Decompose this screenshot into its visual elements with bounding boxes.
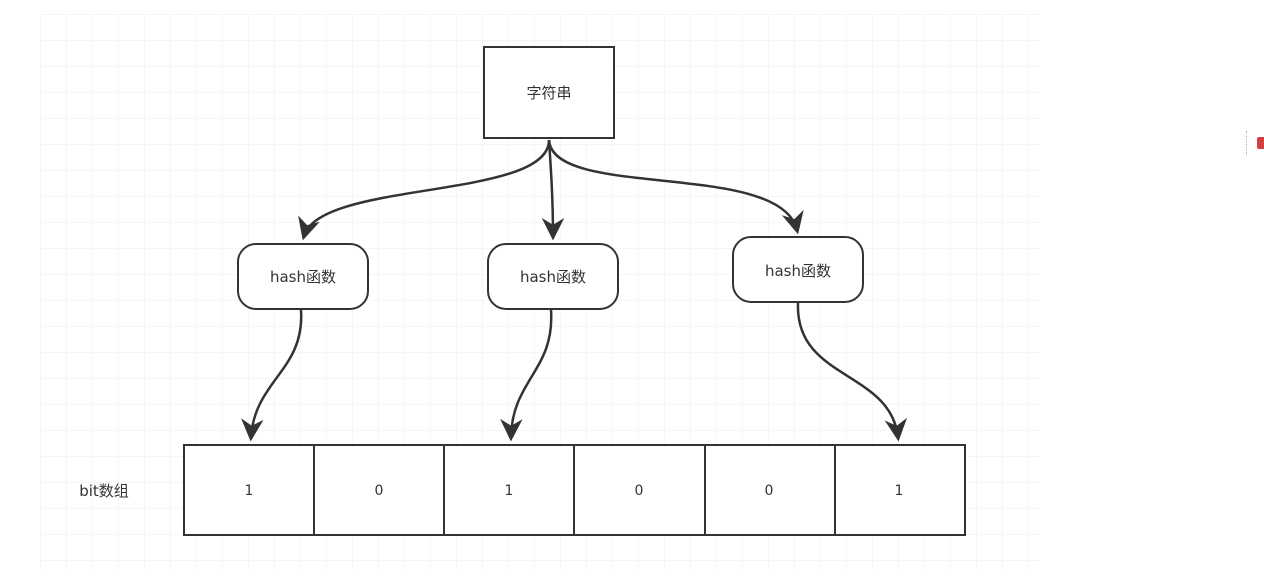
hash-connectors: [241, 302, 908, 442]
connector-hash-3-bit-5: [796, 302, 908, 442]
source-node-label: 字符串: [526, 84, 571, 102]
bit-cell[interactable]: 0: [573, 444, 706, 536]
bit-cell-value: 0: [635, 483, 644, 499]
bit-array: 1 0 1 0 0 1: [183, 444, 966, 536]
bit-cell[interactable]: 1: [443, 444, 575, 536]
bit-cell-value: 0: [765, 483, 774, 499]
connector-source-hash-2: [541, 139, 565, 241]
connector-source-hash-3: [547, 139, 804, 235]
connector-hash-2-bit-2: [500, 309, 553, 442]
source-node[interactable]: 字符串: [483, 46, 615, 139]
bit-array-label: bit数组: [79, 482, 129, 500]
bit-cell-value: 1: [245, 483, 254, 499]
bit-cell[interactable]: 0: [313, 444, 445, 536]
hash-node-3[interactable]: hash函数: [732, 236, 864, 303]
bit-cell-value: 0: [375, 483, 384, 499]
hash-node-2[interactable]: hash函数: [487, 243, 619, 310]
bit-cell[interactable]: 1: [183, 444, 315, 536]
source-connectors: [298, 139, 804, 241]
bit-cell-value: 1: [895, 483, 904, 499]
bit-cell-value: 1: [505, 483, 514, 499]
bookmark-tab-icon: [1257, 137, 1264, 149]
hash-node-1[interactable]: hash函数: [237, 243, 369, 310]
bookmark-icon[interactable]: [1246, 131, 1264, 155]
bit-cell[interactable]: 0: [704, 444, 836, 536]
hash-node-3-label: hash函数: [765, 262, 831, 280]
connector-source-hash-1: [298, 139, 551, 241]
connector-hash-1-bit-0: [241, 309, 303, 442]
hash-node-1-label: hash函数: [270, 268, 336, 286]
hash-node-2-label: hash函数: [520, 268, 586, 286]
bit-cell[interactable]: 1: [834, 444, 966, 536]
